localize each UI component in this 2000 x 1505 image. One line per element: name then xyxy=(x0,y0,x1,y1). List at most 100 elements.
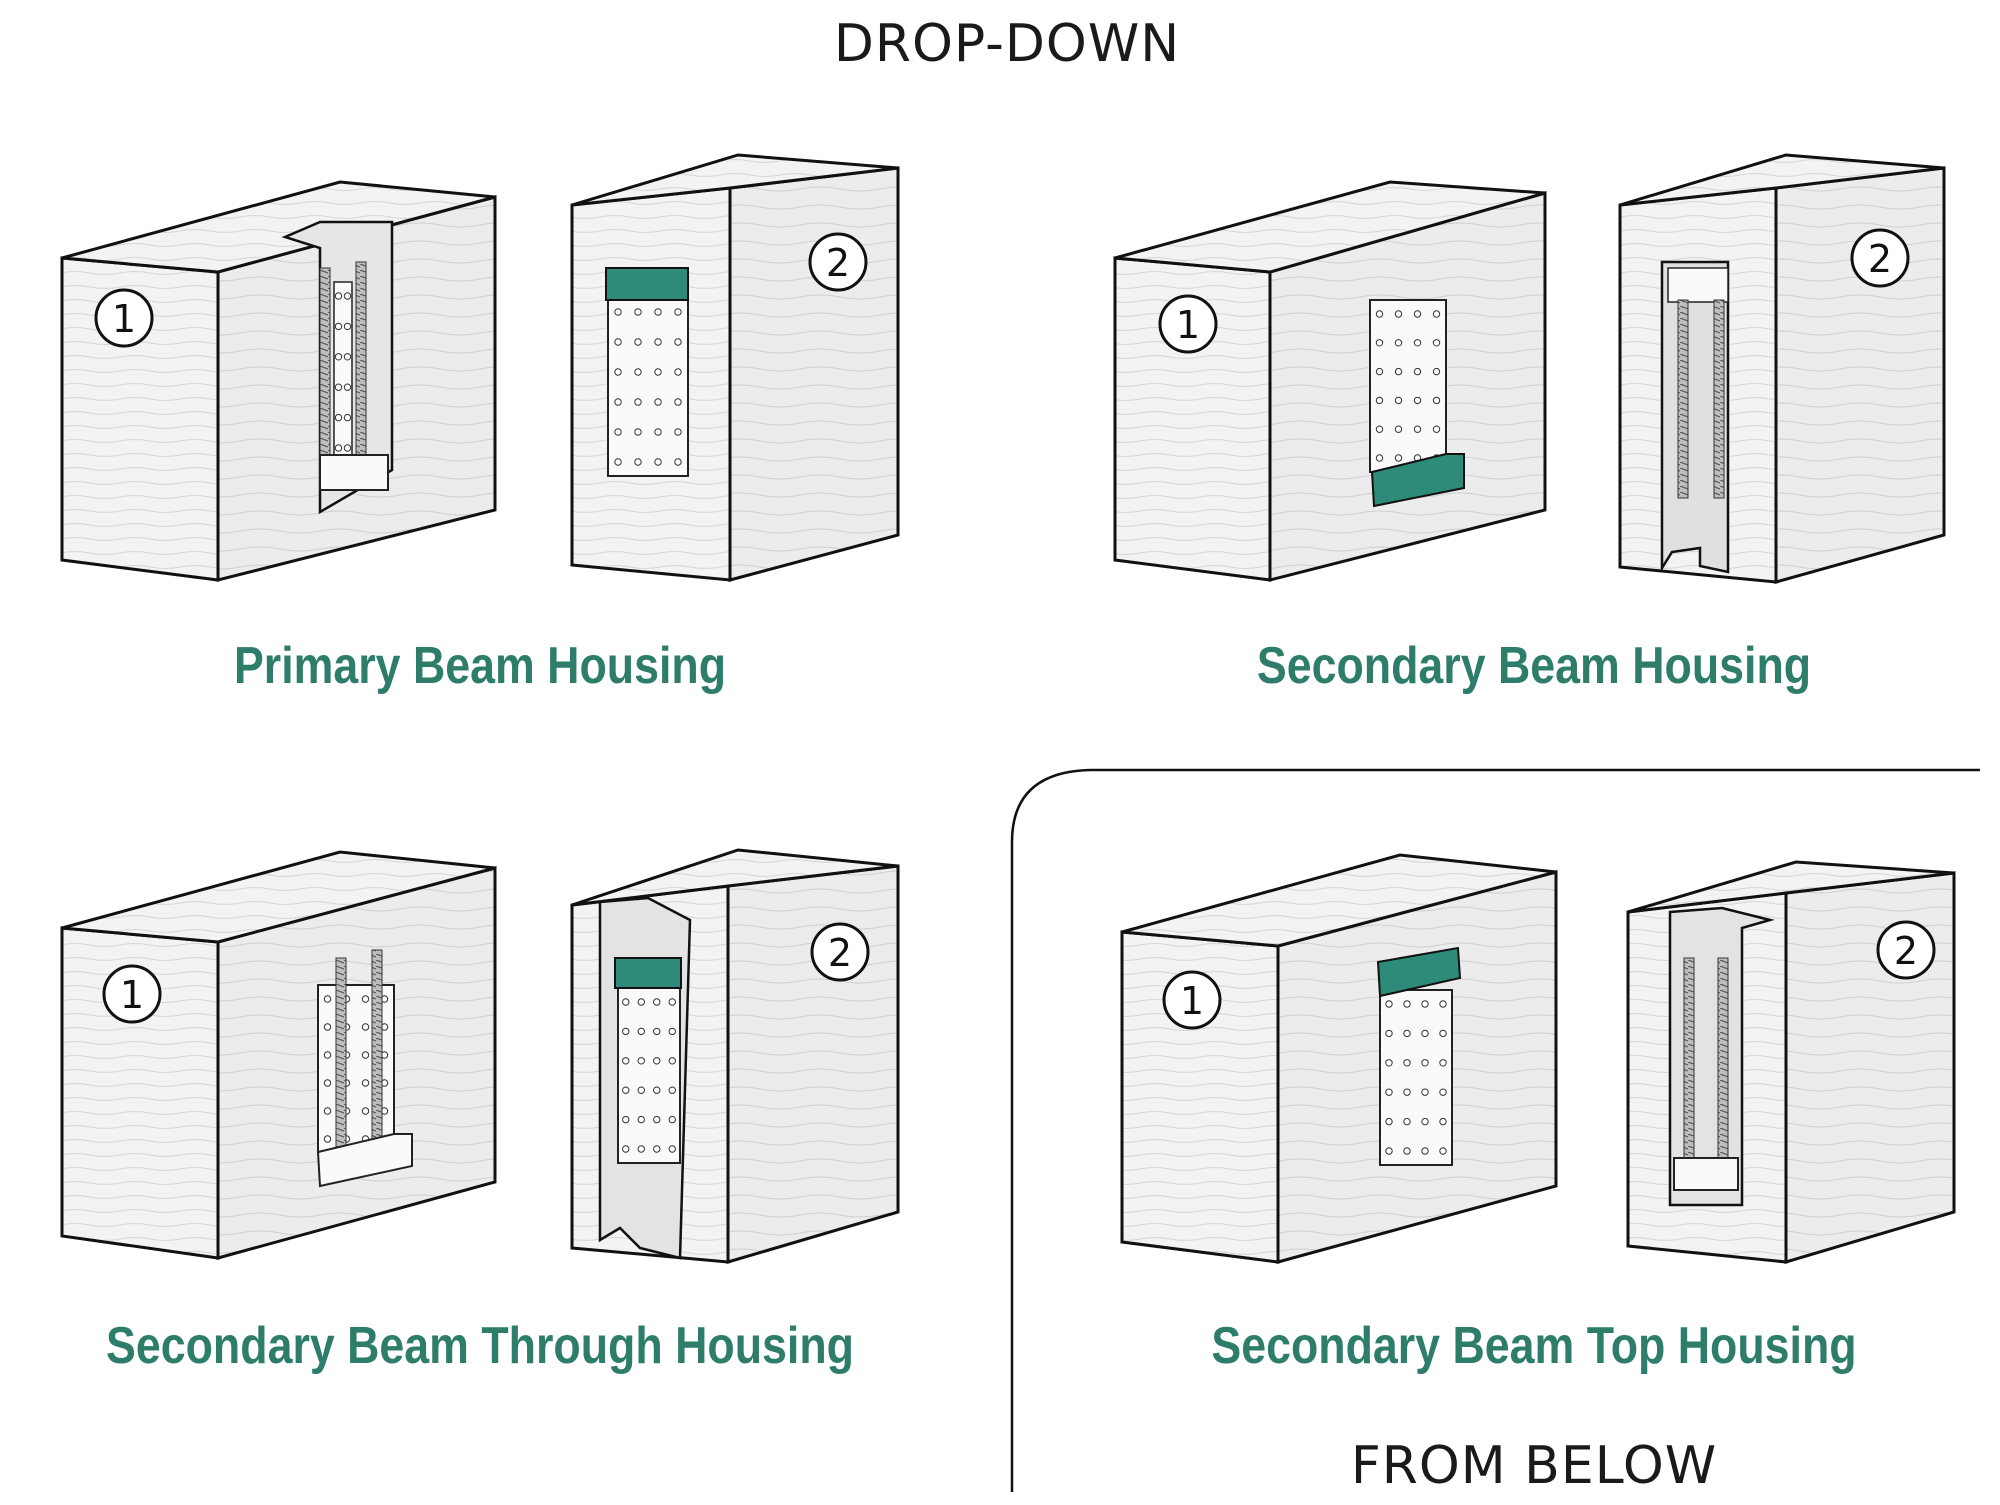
base-plate xyxy=(316,1133,413,1188)
plate-hole xyxy=(674,368,682,376)
plate-hole xyxy=(1439,1000,1447,1008)
plate-hole xyxy=(637,998,645,1006)
beam-2-block: 2 xyxy=(1626,860,1956,1265)
base-plate xyxy=(1673,1157,1739,1191)
beam-2-top-face xyxy=(1619,153,1945,207)
secondary-beam-top-housing-caption: Secondary Beam Top Housing xyxy=(1211,1317,1857,1375)
plate-hole xyxy=(1421,1117,1429,1126)
threaded-rod xyxy=(335,957,347,1155)
beam-1-top-face xyxy=(1114,180,1546,274)
plate-hole xyxy=(1432,396,1441,405)
plate-hole xyxy=(323,1135,332,1143)
plate-hole xyxy=(674,458,682,466)
plate-hole xyxy=(1439,1147,1447,1155)
plate-hole xyxy=(343,322,352,331)
beam-1-top-face xyxy=(1121,853,1557,948)
beam-2-side-face xyxy=(1774,166,1946,584)
teal-bracket xyxy=(1376,946,1462,998)
beam-2-marker xyxy=(810,922,870,982)
plate-hole xyxy=(323,1023,332,1031)
plate-hole xyxy=(1432,310,1441,318)
plate-hole xyxy=(614,458,622,466)
plate-hole xyxy=(334,292,343,300)
plate-hole xyxy=(1421,1088,1429,1096)
beam-2-marker-label: 2 xyxy=(1894,929,1918,973)
plate-hole xyxy=(634,458,642,466)
plate-hole xyxy=(343,353,352,361)
plate-hole xyxy=(653,1057,661,1065)
teal-bracket xyxy=(614,957,682,989)
threaded-rod xyxy=(1683,957,1695,1159)
connector-plate xyxy=(617,987,681,1164)
secondary-beam-housing-caption: Secondary Beam Housing xyxy=(1256,637,1812,695)
top-plate xyxy=(1667,267,1729,303)
plate-hole xyxy=(614,368,622,376)
connector-plate xyxy=(607,297,689,477)
plate-hole xyxy=(654,338,662,346)
base-plate xyxy=(319,454,389,491)
plate-hole xyxy=(1439,1088,1447,1096)
teal-bracket xyxy=(1370,453,1465,508)
plate-hole xyxy=(1432,425,1441,433)
connector-plate xyxy=(1379,989,1453,1166)
beam-1-marker xyxy=(94,288,154,348)
plate-hole xyxy=(334,353,343,361)
plate-hole xyxy=(637,1115,645,1124)
plate-hole xyxy=(1394,339,1403,347)
plate-hole xyxy=(1385,1147,1393,1155)
plate-hole xyxy=(637,1086,645,1094)
beam-1-marker xyxy=(1162,970,1222,1030)
beam-2-marker xyxy=(1850,228,1910,288)
plate-hole xyxy=(334,322,343,331)
beam-1-block: 1 xyxy=(1120,853,1558,1264)
plate-hole xyxy=(1403,1147,1411,1155)
secondary-beam-through-housing-caption: Secondary Beam Through Housing xyxy=(106,1317,854,1375)
plate-hole xyxy=(1403,1029,1411,1038)
plate-hole xyxy=(634,428,642,436)
from-below-divider xyxy=(1010,768,1980,1492)
connector-plate xyxy=(333,281,353,463)
plate-hole xyxy=(622,1027,630,1036)
plate-hole xyxy=(622,1115,630,1124)
plate-hole xyxy=(674,398,682,406)
beam-2-top-face xyxy=(571,153,899,207)
plate-hole xyxy=(1439,1117,1447,1126)
plate-hole xyxy=(1394,367,1403,376)
beam-2-top-face xyxy=(571,848,899,907)
plate-hole xyxy=(1403,1088,1411,1096)
beam-1-block: 1 xyxy=(60,850,497,1260)
beam-1-block: 1 xyxy=(60,180,497,582)
plate-hole xyxy=(1413,310,1422,318)
plate-hole xyxy=(361,995,370,1003)
connector-plate xyxy=(317,984,395,1154)
plate-hole xyxy=(1421,1059,1429,1067)
plate-hole xyxy=(1421,1000,1429,1008)
plate-hole xyxy=(622,998,630,1006)
beam-2-block: 2 xyxy=(1618,153,1946,584)
plate-hole xyxy=(614,428,622,436)
plate-hole xyxy=(323,1079,332,1087)
beam-1-marker-label: 1 xyxy=(1176,303,1200,347)
beam-2-marker xyxy=(808,232,868,292)
plate-hole xyxy=(323,1051,332,1059)
plate-hole xyxy=(1394,454,1403,462)
plate-hole xyxy=(622,1086,630,1094)
from-below-heading: FROM BELOW xyxy=(1350,1436,1718,1496)
beam-2-side-face xyxy=(726,864,900,1265)
beam-2-marker-label: 2 xyxy=(826,241,850,285)
threaded-rod xyxy=(1713,299,1725,499)
teal-bracket xyxy=(605,267,689,301)
plate-hole xyxy=(1413,396,1422,405)
plate-hole xyxy=(334,413,343,422)
primary-beam-housing-panel: 1 2 xyxy=(60,153,900,582)
plate-hole xyxy=(634,368,642,376)
primary-beam-housing-caption: Primary Beam Housing xyxy=(233,637,727,695)
plate-hole xyxy=(1385,1088,1393,1096)
plate-hole xyxy=(622,1057,630,1065)
plate-hole xyxy=(1413,425,1422,433)
plate-hole xyxy=(654,398,662,406)
plate-hole xyxy=(361,1051,370,1059)
plate-hole xyxy=(668,998,676,1006)
beam-2-marker xyxy=(1876,920,1936,980)
